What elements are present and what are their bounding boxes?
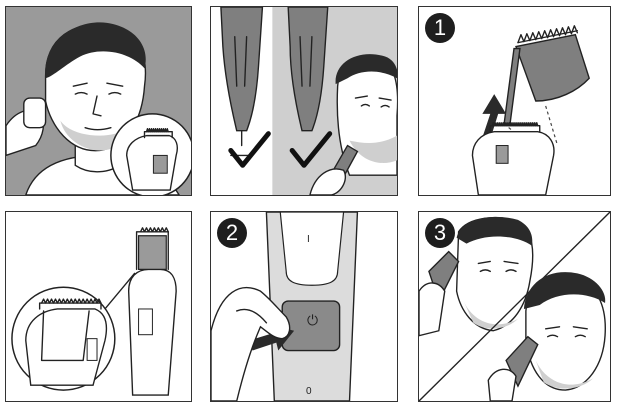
trimmer-check-illustration: [220, 7, 397, 195]
check-icon: [228, 131, 271, 168]
panel-charging-check: [210, 6, 398, 196]
man-stubble-illustration: [6, 7, 191, 195]
panel-stubble-look: [5, 6, 192, 196]
panel-step1-attach-comb: 1: [418, 6, 611, 196]
panel-step3-trim: 3: [418, 211, 611, 402]
trimming-illustration: [419, 212, 610, 401]
trimmer-no-comb-illustration: [11, 227, 177, 396]
bottom-mark-label: 0: [306, 386, 312, 397]
attach-comb-illustration: [471, 25, 590, 195]
step-number-badge: 1: [425, 13, 455, 43]
check-icon: [289, 131, 333, 168]
power-button-illustration: [211, 212, 359, 401]
power-icon: ⏻: [307, 313, 319, 329]
arrow-up-icon: [480, 94, 507, 146]
step-number-badge: 2: [217, 218, 247, 248]
top-mark-label: I: [307, 234, 310, 245]
step-number-badge: 3: [425, 218, 455, 248]
panel-step2-power-on: I ⏻ 0 2: [210, 211, 398, 402]
panel-no-comb: [5, 211, 192, 402]
